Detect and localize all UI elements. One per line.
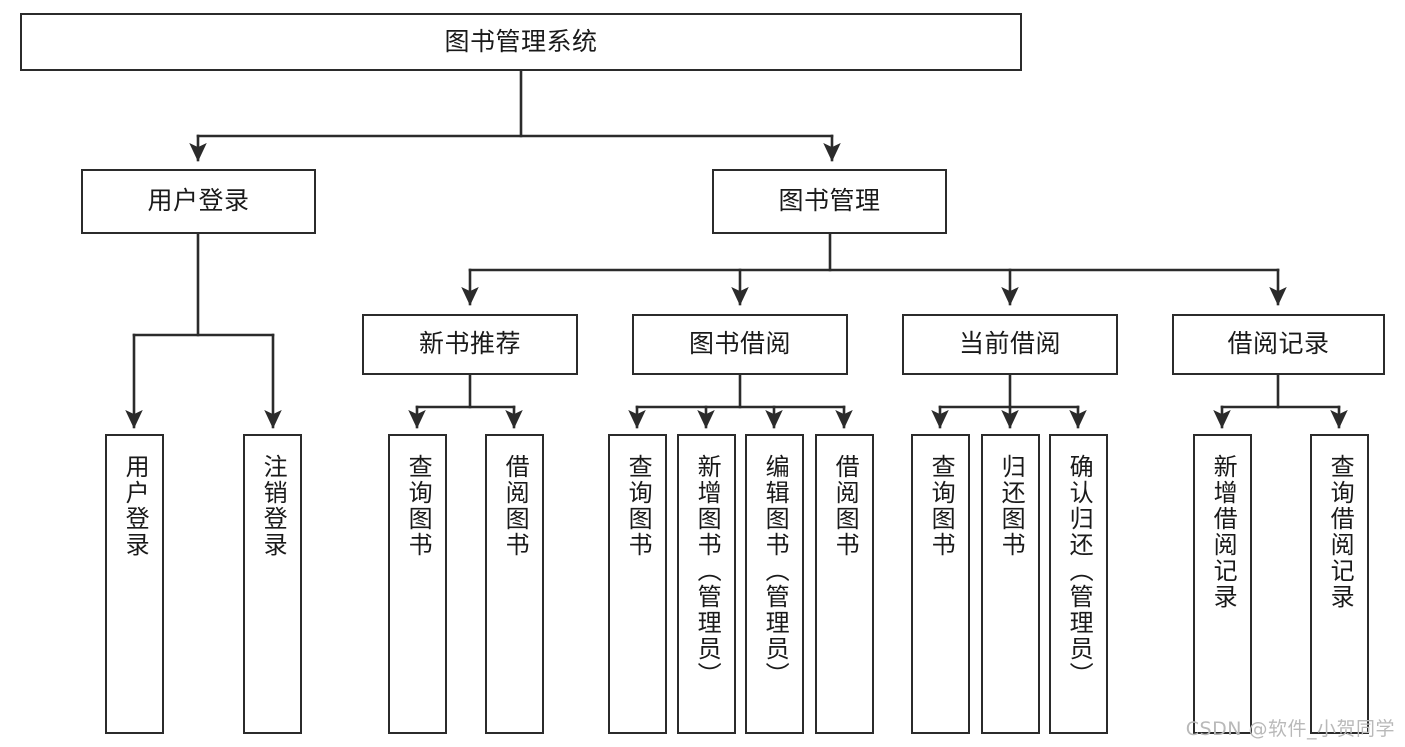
node-label: 用户登录 (121, 454, 150, 558)
node-label: 新增图书（管理员） (693, 454, 722, 688)
node-label: 归还图书 (997, 454, 1026, 558)
leaf-book-borrow-query-book[interactable]: 查询图书 (608, 434, 667, 734)
node-label: 新书推荐 (418, 329, 521, 359)
node-label: 查询图书 (927, 454, 956, 558)
node-label: 用户登录 (147, 186, 250, 216)
leaf-book-borrow-borrow-book[interactable]: 借阅图书 (815, 434, 874, 734)
node-label: 图书管理 (778, 186, 881, 216)
node-label: 编辑图书（管理员） (761, 454, 790, 688)
leaf-borrow-record-add-record[interactable]: 新增借阅记录 (1193, 434, 1252, 734)
node-label: 借阅图书 (501, 454, 530, 558)
node-current-borrow[interactable]: 当前借阅 (902, 314, 1118, 375)
leaf-current-borrow-query-book[interactable]: 查询图书 (911, 434, 970, 734)
leaf-book-borrow-add-book-admin[interactable]: 新增图书（管理员） (677, 434, 736, 734)
node-label: 查询图书 (624, 454, 653, 558)
csdn-watermark: CSDN @软件_小贺同学 (1185, 718, 1395, 740)
node-label: 确认归还（管理员） (1065, 454, 1094, 688)
node-borrow-record[interactable]: 借阅记录 (1172, 314, 1385, 375)
node-root-book-management-system[interactable]: 图书管理系统 (20, 13, 1022, 71)
node-book-borrow[interactable]: 图书借阅 (632, 314, 848, 375)
node-label: 注销登录 (259, 454, 288, 558)
node-label: 查询借阅记录 (1326, 454, 1355, 610)
node-book-management[interactable]: 图书管理 (712, 169, 947, 234)
node-label: 新增借阅记录 (1209, 454, 1238, 610)
node-user-login[interactable]: 用户登录 (81, 169, 316, 234)
node-label: 当前借阅 (958, 329, 1061, 359)
leaf-user-login-login[interactable]: 用户登录 (105, 434, 164, 734)
leaf-book-borrow-edit-book-admin[interactable]: 编辑图书（管理员） (745, 434, 804, 734)
leaf-new-book-query-book[interactable]: 查询图书 (388, 434, 447, 734)
node-label: 借阅记录 (1227, 329, 1330, 359)
node-label: 图书管理系统 (444, 26, 598, 56)
node-label: 查询图书 (404, 454, 433, 558)
leaf-borrow-record-query-record[interactable]: 查询借阅记录 (1310, 434, 1369, 734)
leaf-current-borrow-confirm-return-admin[interactable]: 确认归还（管理员） (1049, 434, 1108, 734)
node-label: 借阅图书 (831, 454, 860, 558)
leaf-current-borrow-return-book[interactable]: 归还图书 (981, 434, 1040, 734)
node-label: 图书借阅 (688, 329, 791, 359)
node-new-book-recommend[interactable]: 新书推荐 (362, 314, 578, 375)
leaf-new-book-borrow-book[interactable]: 借阅图书 (485, 434, 544, 734)
leaf-user-login-logout[interactable]: 注销登录 (243, 434, 302, 734)
